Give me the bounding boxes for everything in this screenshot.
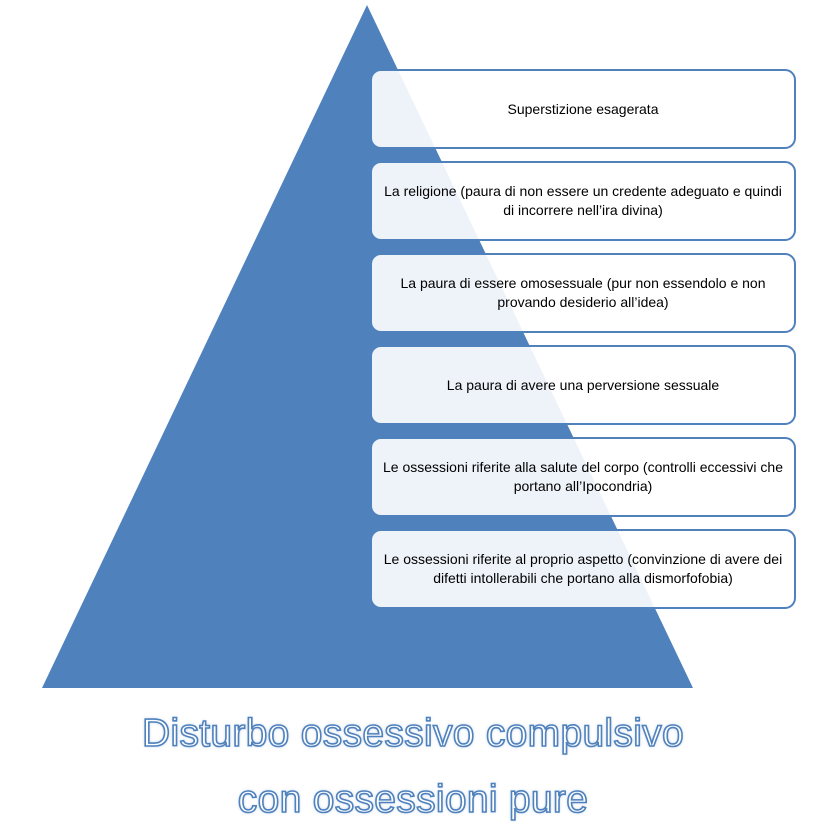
level-text: Le ossessioni riferite al proprio aspett… <box>383 551 783 586</box>
level-box-2: La religione (paura di non essere un cre… <box>370 161 796 241</box>
level-box-5: Le ossessioni riferite alla salute del c… <box>370 437 796 517</box>
triangle-shape <box>42 5 693 688</box>
level-text: La religione (paura di non essere un cre… <box>384 183 782 218</box>
title-line-1: Disturbo ossessivo compulsivo <box>141 711 684 756</box>
level-text: Le ossessioni riferite alla salute del c… <box>383 459 783 494</box>
level-text: La paura di essere omosessuale (pur non … <box>400 275 766 310</box>
level-box-3: La paura di essere omosessuale (pur non … <box>370 253 796 333</box>
level-box-4: La paura di avere una perversione sessua… <box>370 345 796 425</box>
level-text: Superstizione esagerata <box>507 100 659 117</box>
level-text: La paura di avere una perversione sessua… <box>446 376 720 393</box>
level-box-1: Superstizione esagerata <box>370 69 796 149</box>
level-box-6: Le ossessioni riferite al proprio aspett… <box>370 529 796 609</box>
title-line-2: con ossessioni pure <box>237 777 589 822</box>
